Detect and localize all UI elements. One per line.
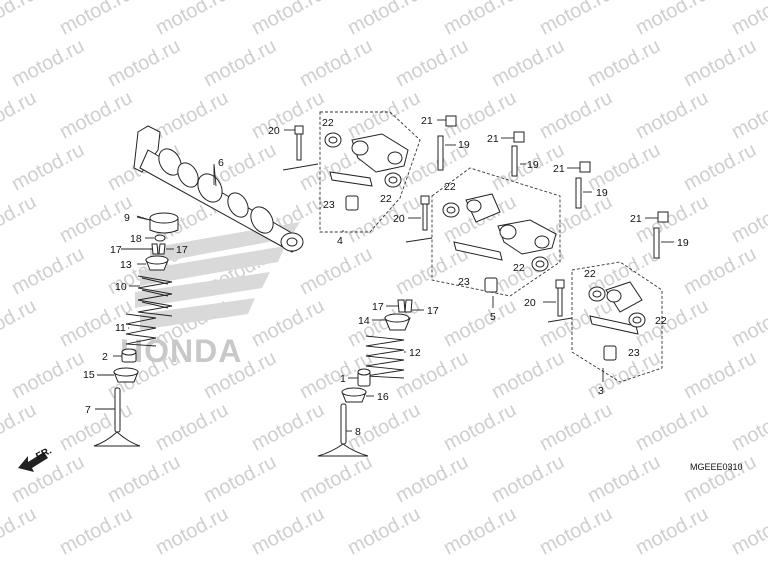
rocker-arm-part-3[interactable] [605,281,643,313]
callout-5: 5 [490,311,496,323]
callout-17d: 17 [427,305,439,317]
washer-part-22f[interactable] [628,312,646,328]
callout-21a: 21 [421,115,433,127]
callout-19d: 19 [677,237,689,249]
spring-retainer-part[interactable] [145,255,169,271]
callout-22a: 22 [322,117,334,129]
bolt-part-20c[interactable] [555,279,565,317]
inner-valve-spring-part[interactable] [125,313,157,347]
callout-20a: 20 [268,125,280,137]
rocker-slipper-part-5[interactable] [453,241,503,261]
callout-23c: 23 [628,347,640,359]
rocker-arm-part-5b[interactable] [497,219,557,255]
callout-22f: 22 [655,315,667,327]
rocker-arm-part-4[interactable] [351,133,409,173]
pivot-part-23c[interactable] [603,345,617,361]
callout-22d: 22 [513,262,525,274]
callout-17c: 17 [372,301,384,313]
callout-8: 8 [355,426,361,438]
callout-20b: 20 [393,213,405,225]
valve-spring-part-center[interactable] [365,335,405,379]
exhaust-valve-part[interactable] [317,403,369,457]
pivot-part-23a[interactable] [345,195,359,211]
honda-logo-text: HONDA [120,333,242,369]
callout-1: 1 [340,373,346,385]
washer-part-22d[interactable] [531,256,549,272]
callout-13: 13 [120,259,132,271]
washer-part-22a[interactable] [324,132,342,148]
callout-21c: 21 [553,163,565,175]
callout-14: 14 [358,315,370,327]
valve-lifter-part[interactable] [149,212,179,234]
washer-part-22c[interactable] [442,202,460,218]
callout-2: 2 [102,351,108,363]
callout-12: 12 [409,347,421,359]
forward-arrow-icon: FR. [18,445,54,472]
callout-9: 9 [124,212,130,224]
callout-21d: 21 [630,213,642,225]
rocker-slipper-part-4[interactable] [329,171,373,187]
callout-22e: 22 [584,268,596,280]
spring-seat-part-center[interactable] [357,368,371,387]
callout-7: 7 [85,404,91,416]
washer-part-22b[interactable] [384,172,402,188]
callout-23b: 23 [458,276,470,288]
nut-part-21b[interactable] [513,131,525,143]
diagram-code: MGEEE0310 [690,462,743,472]
callout-15: 15 [83,369,95,381]
shim-part[interactable] [154,234,166,242]
callout-22b: 22 [380,193,392,205]
valve-stem-seal-part-center[interactable] [341,387,367,403]
callout-17b: 17 [176,244,188,256]
bolt-part-20a[interactable] [294,125,304,161]
rocker-arm-part-5a[interactable] [465,193,501,223]
callout-18: 18 [130,233,142,245]
valve-stem-seal-part[interactable] [113,367,139,383]
honda-wing-logo: HONDA [120,222,300,369]
cotter-parts[interactable] [151,243,166,255]
callout-6: 6 [218,157,224,169]
spring-retainer-part-center[interactable] [384,313,411,331]
stud-part-19c[interactable] [575,177,582,209]
stud-part-19a[interactable] [437,135,444,171]
washer-part-22e[interactable] [588,286,606,302]
stud-part-19d[interactable] [653,227,660,259]
nut-part-21c[interactable] [579,161,591,173]
callout-labels: 6 9 18 17 17 13 10 11 2 15 7 20 22 22 23… [83,115,689,438]
rocker-slipper-part-3[interactable] [589,315,639,335]
intake-valve-part[interactable] [93,387,141,447]
leader-lines [95,119,674,432]
callout-17a: 17 [110,244,122,256]
callout-19c: 19 [596,187,608,199]
callout-11: 11 [115,322,126,334]
nut-part-21d[interactable] [657,211,669,223]
callout-16: 16 [377,391,389,403]
callout-19b: 19 [527,159,539,171]
callout-21b: 21 [487,133,499,145]
cotter-parts-center[interactable] [397,299,413,313]
camshaft-part[interactable] [133,125,304,253]
outer-valve-spring-part[interactable] [137,275,173,317]
callout-3: 3 [598,385,604,397]
callout-23a: 23 [323,199,335,211]
bolt-part-20b[interactable] [420,195,430,231]
callout-19a: 19 [458,139,470,151]
callout-4: 4 [337,235,343,247]
callout-10: 10 [115,281,127,293]
nut-part-21a[interactable] [445,115,457,127]
spring-seat-part[interactable] [121,348,137,363]
callout-22c: 22 [444,181,456,193]
callout-20c: 20 [524,297,536,309]
direction-label: FR. [34,445,54,462]
stud-part-19b[interactable] [511,145,518,177]
pivot-part-23b[interactable] [484,277,498,293]
